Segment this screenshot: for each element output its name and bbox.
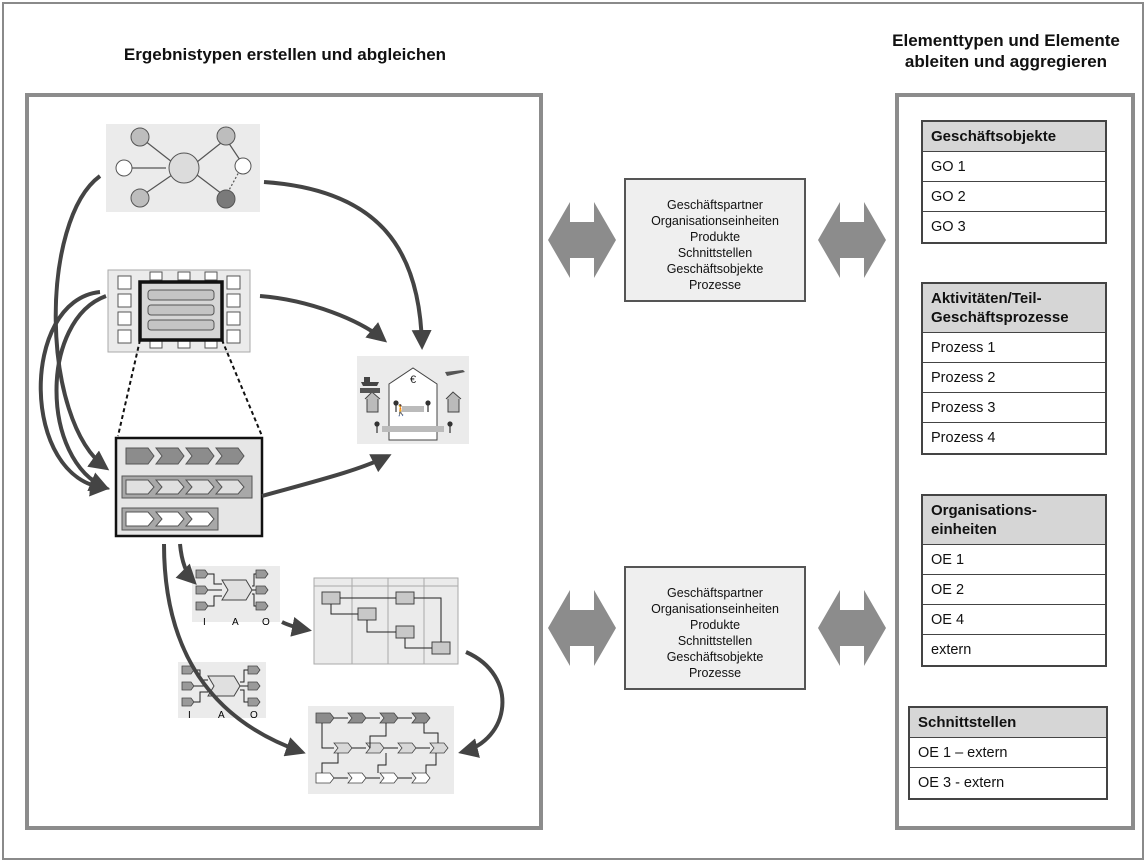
connector-arrows [38,174,505,758]
currency-symbol: € [410,374,416,386]
table-geschaeftsobjekte: Geschäftsobjekte GO 1 GO 2 GO 3 [921,120,1107,244]
double-arrow-bottom-left [548,590,616,666]
element-line: Schnittstellen [677,634,753,648]
table-row: OE 1 [923,545,1105,575]
element-line: Produkte [689,618,741,632]
table-header: Aktivitäten/Teil- Geschäftsprozesse [923,284,1105,333]
table-header-line1: Organisations- [931,502,1037,519]
table-row: OE 4 [923,605,1105,635]
element-line: Prozesse [688,666,742,680]
table-header-line2: einheiten [931,521,997,538]
process-map-graphic [107,269,263,437]
right-title-line2: ableiten und aggregieren [904,52,1108,71]
table-row: GO 3 [931,219,966,235]
element-list-box-bottom: Geschäftspartner Organisationseinheiten … [624,566,806,690]
table-row: OE 1 – extern [910,738,1106,768]
element-line: Produkte [689,230,741,244]
table-header: Organisations- einheiten [923,496,1105,545]
table-row: Prozess 1 [923,333,1105,363]
table-row: GO 2 [923,182,1105,212]
table-row: OE 2 [923,575,1105,605]
table-header-line1: Aktivitäten/Teil- [931,290,1042,307]
iao-label-i: I [188,710,191,721]
table-row: Prozess 3 [923,393,1105,423]
double-arrow-bottom-right [818,590,886,666]
iao-label-a: A [232,617,239,628]
svg-text:🚶: 🚶 [394,404,408,417]
table-row: Prozess 2 [923,363,1105,393]
double-arrow-top-left [548,202,616,278]
iao-graphic-upper: I A O [192,566,280,628]
table-aktivitaeten: Aktivitäten/Teil- Geschäftsprozesse Proz… [921,282,1107,455]
element-line: Organisationseinheiten [651,602,779,616]
element-line: Geschäftspartner [667,586,763,600]
left-panel [25,93,543,830]
business-model-graphic: € 🚶 [357,356,469,444]
iao-label-o: O [262,617,270,628]
element-line: Geschäftsobjekte [666,650,764,664]
table-header: Schnittstellen [910,708,1106,738]
right-title: Elementtypen und Elemente ableiten und a… [868,30,1144,72]
swimlane-graphic [313,577,459,665]
element-line: Schnittstellen [677,246,753,260]
element-line: Geschäftsobjekte [666,262,764,276]
value-chain-graphic [114,436,264,538]
process-chain-graphic [308,706,454,794]
iao-label-a: A [218,710,225,721]
table-header: Geschäftsobjekte [923,122,1105,152]
element-line: Geschäftspartner [667,198,763,212]
iao-label-i: I [203,617,206,628]
iao-label-o: O [250,710,258,721]
element-line: Prozesse [688,278,742,292]
element-line: Organisationseinheiten [651,214,779,228]
left-title: Ergebnistypen erstellen und abgleichen [123,45,447,64]
element-list-box-top: Geschäftspartner Organisationseinheiten … [624,178,806,302]
table-row: extern [931,642,972,658]
table-header-line2: Geschäftsprozesse [931,309,1069,326]
table-row: OE 3 - extern [918,775,1005,791]
table-schnittstellen: Schnittstellen OE 1 – extern OE 3 - exte… [908,706,1108,800]
table-row: Prozess 4 [931,430,996,446]
table-row: GO 1 [923,152,1105,182]
right-title-line1: Elementtypen und Elemente [892,31,1120,50]
table-organisationseinheiten: Organisations- einheiten OE 1 OE 2 OE 4 … [921,494,1107,667]
network-graphic [106,124,260,212]
iao-graphic-lower: I A O [178,662,266,721]
double-arrow-top-right [818,202,886,278]
